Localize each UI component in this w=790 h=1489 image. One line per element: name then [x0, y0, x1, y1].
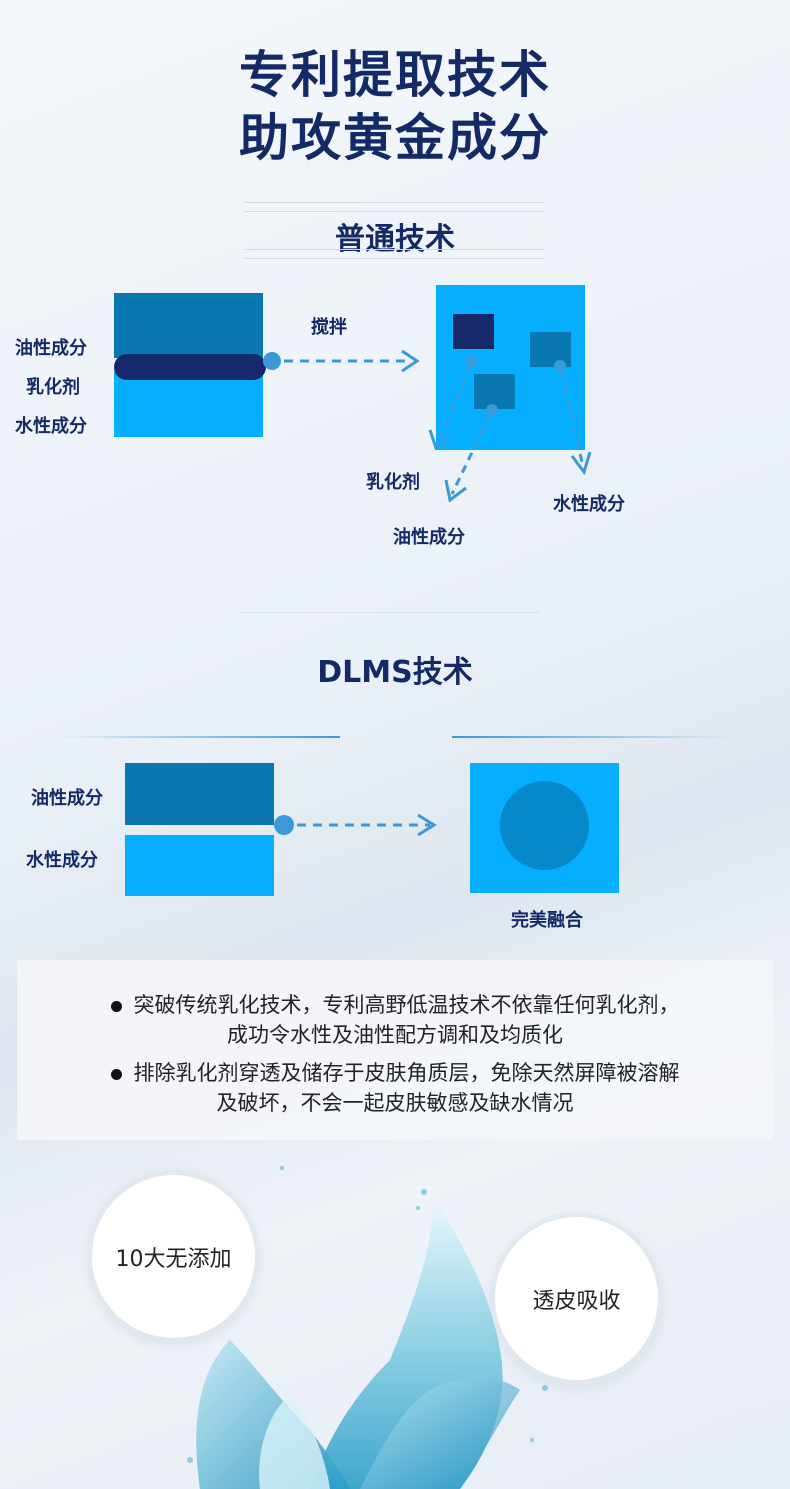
emulsifier-layer — [114, 354, 266, 380]
page-title-line2: 助攻黄金成分 — [239, 109, 551, 167]
benefit-item: 排除乳化剂穿透及储存于皮肤角质层，免除天然屏障被溶解 — [17, 1056, 773, 1090]
normal-water-label: 水性成分 — [15, 416, 87, 437]
bullet-icon — [110, 1000, 122, 1012]
badge-skin-absorption: 透皮吸收 — [495, 1217, 658, 1380]
benefit-item-continued: 及破坏，不会一起皮肤敏感及缺水情况 — [216, 1091, 574, 1115]
dlms-water-layer — [125, 835, 274, 896]
result-water-label: 水性成分 — [553, 494, 625, 515]
normal-oil-label: 油性成分 — [15, 338, 87, 359]
benefit-item: 突破传统乳化技术，专利高野低温技术不依靠任何乳化剂， — [17, 988, 773, 1022]
fused-particle — [500, 781, 589, 870]
dlms-tech-title: DLMS技术 — [317, 655, 473, 690]
bullet-icon — [110, 1068, 122, 1080]
divider — [245, 258, 545, 259]
badge-no-additives: 10大无添加 — [92, 1175, 255, 1338]
water-layer — [114, 371, 263, 437]
page-title-line1: 专利提取技术 — [239, 46, 551, 104]
result-emulsifier-label: 乳化剂 — [366, 472, 420, 493]
oil-layer — [114, 293, 263, 358]
stir-label: 搅拌 — [311, 317, 347, 338]
benefits-panel: 突破传统乳化技术，专利高野低温技术不依靠任何乳化剂， 成功令水性及油性配方调和及… — [17, 960, 773, 1140]
normal-tech-title: 普通技术 — [335, 222, 455, 257]
divider — [245, 249, 545, 250]
dlms-arrow-icon — [274, 813, 437, 837]
benefit-item-continued: 成功令水性及油性配方调和及均质化 — [227, 1023, 563, 1047]
oil-particle — [474, 374, 515, 409]
result-oil-label: 油性成分 — [393, 527, 465, 548]
dlms-result-box — [470, 763, 619, 893]
dlms-oil-label: 油性成分 — [31, 788, 103, 809]
water-particle — [530, 332, 571, 367]
divider — [245, 211, 545, 212]
dlms-water-label: 水性成分 — [26, 850, 98, 871]
dlms-oil-layer — [125, 763, 274, 825]
emulsifier-particle — [453, 314, 494, 349]
dlms-result-label: 完美融合 — [511, 910, 583, 931]
normal-emulsifier-label: 乳化剂 — [26, 377, 80, 398]
water-splash-icon — [187, 1166, 548, 1489]
divider — [240, 612, 540, 613]
stir-arrow-icon — [263, 349, 420, 373]
divider — [245, 202, 545, 203]
divider-left — [55, 736, 340, 738]
divider-right — [452, 736, 732, 738]
separation-arrows-icon — [428, 355, 592, 503]
